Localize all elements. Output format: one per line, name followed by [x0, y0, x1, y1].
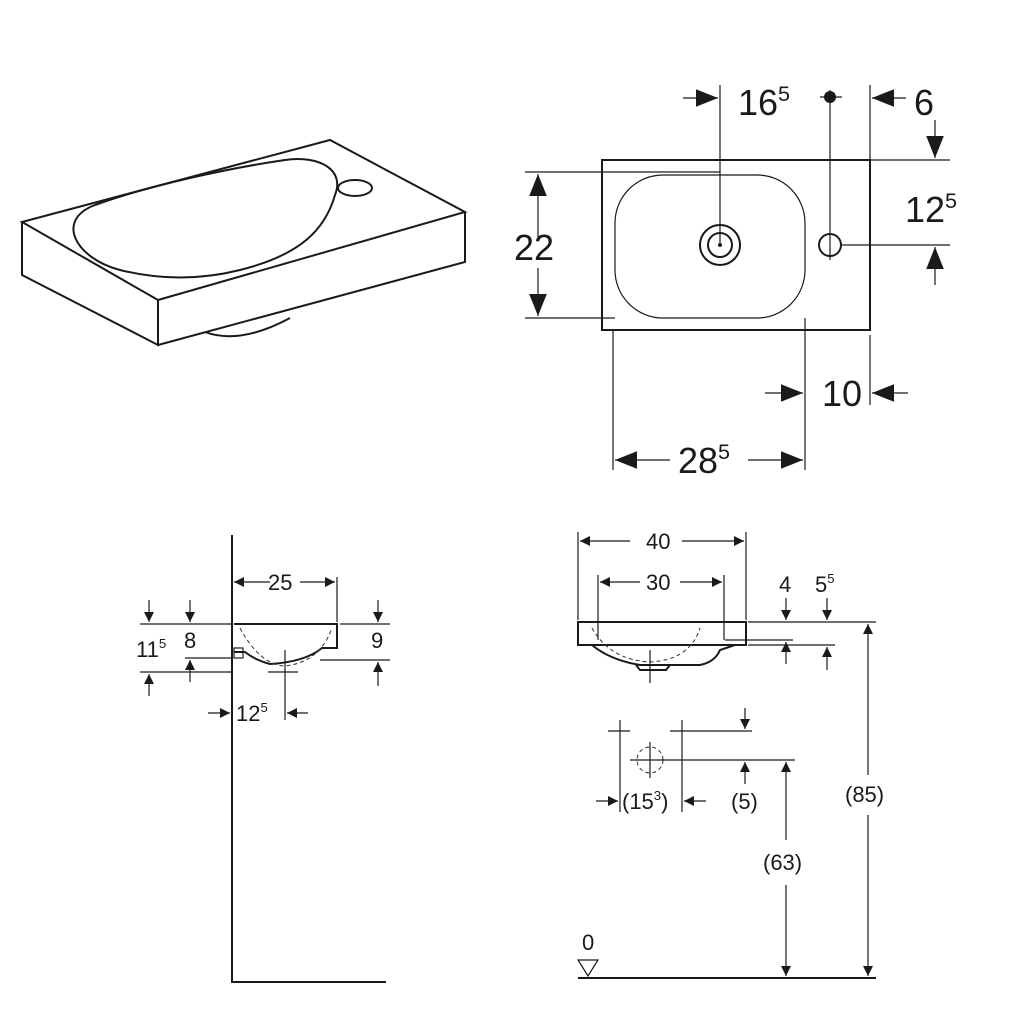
dim-width: 40: [646, 529, 670, 554]
basin-front-bowl: [591, 644, 736, 666]
basin-side-face: [157, 212, 466, 346]
dim-projection: 25: [268, 570, 292, 595]
bowl-outline: [614, 174, 806, 319]
fixing-markers: [608, 720, 692, 745]
basin-profile: [234, 623, 338, 666]
dim-drain-offset: 165: [738, 81, 790, 123]
basin-top-face: [19, 138, 468, 302]
front-view: 40 30 4 55 (5) (153) (63) (8: [576, 529, 884, 979]
drain-outlet: [204, 317, 291, 338]
basin-front-face: [21, 222, 159, 347]
dim-waste-vertical: (5): [731, 789, 758, 814]
dim-rim-height: 8: [184, 628, 196, 653]
dim-floor-level: 0: [582, 930, 594, 955]
isometric-view: [19, 138, 468, 347]
dim-front-height: 9: [371, 628, 383, 653]
tap-hole: [337, 179, 373, 197]
dim-tap-depth: 125: [905, 188, 957, 230]
side-view: 25 115 8 9 125: [136, 535, 390, 983]
floor-level-marker-icon: [576, 959, 600, 978]
dim-total-height: 115: [136, 636, 166, 662]
basin-bowl: [72, 158, 338, 279]
dim-rim-height-floor: (85): [845, 782, 884, 807]
dim-bowl-width: 285: [678, 439, 730, 481]
dim-rim-thickness: 55: [815, 571, 835, 597]
dim-depth: 22: [514, 227, 554, 268]
dim-waste-spacing: (153): [622, 788, 668, 814]
top-view: 165 6 125 22 10 285: [514, 81, 957, 481]
dim-fixing-spacing: 30: [646, 570, 670, 595]
dim-tap-offset-right: 6: [914, 82, 934, 123]
dim-fixing-height: 4: [779, 572, 791, 597]
dim-drain-distance: 125: [236, 700, 268, 726]
dim-waste-height: (63): [763, 850, 802, 875]
dim-bowl-right-margin: 10: [822, 373, 862, 414]
basin-front-rim: [577, 621, 747, 646]
